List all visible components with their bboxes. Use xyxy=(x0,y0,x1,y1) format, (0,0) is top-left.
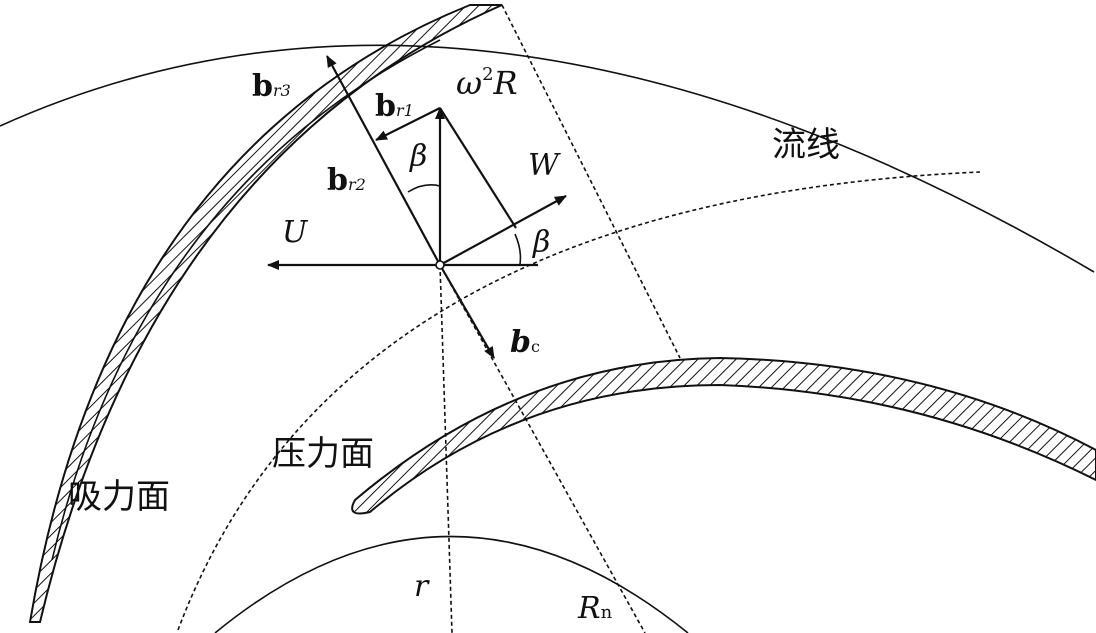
label-b-r3: br3 xyxy=(252,69,291,104)
dashed-line-2 xyxy=(439,264,646,633)
label-streamline: 流线 xyxy=(772,125,840,165)
label-omega2R: ω2R xyxy=(456,64,518,102)
label-r: r xyxy=(414,569,430,604)
inner-circle-arc xyxy=(214,535,689,633)
dashed-line-1 xyxy=(501,4,681,359)
label-beta-lower: β xyxy=(532,225,550,260)
vector-b-r1 xyxy=(375,107,441,141)
suction-blade-inner-edge xyxy=(51,39,441,561)
label-beta-upper: β xyxy=(409,139,427,174)
label-U: U xyxy=(282,215,309,250)
label-b-c: bc xyxy=(510,325,540,360)
label-suction-surface: 吸力面 xyxy=(68,477,170,517)
label-b-r1: br1 xyxy=(375,89,414,124)
label-pressure-surface: 压力面 xyxy=(272,434,374,474)
label-b-r2: br2 xyxy=(327,163,366,198)
label-W: W xyxy=(528,148,561,183)
beta-arc-upper xyxy=(407,184,441,193)
outer-shroud-arc xyxy=(0,44,1095,273)
label-R-n: Rn xyxy=(577,591,613,626)
projection-line xyxy=(439,107,517,229)
vector-W xyxy=(439,195,567,266)
beta-arc-lower xyxy=(514,233,522,265)
vector-b-r3 xyxy=(326,55,441,266)
origin-point xyxy=(435,260,445,270)
vector-b-c xyxy=(439,264,495,359)
pressure-blade xyxy=(351,356,1096,515)
dashed-line-3 xyxy=(439,264,453,633)
